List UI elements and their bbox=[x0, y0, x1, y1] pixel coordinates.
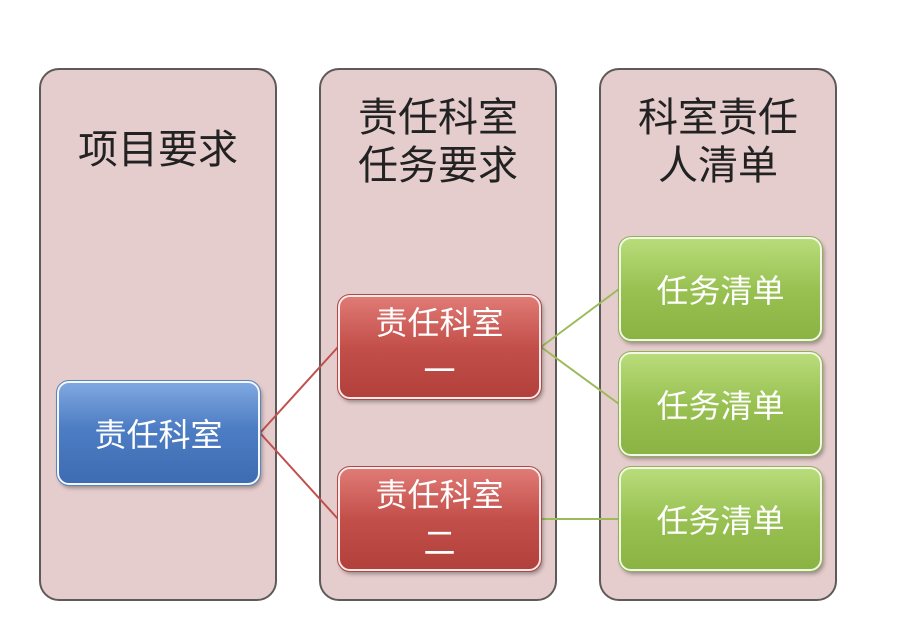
node-task-list-3: 任务清单 bbox=[618, 466, 823, 572]
connector-root-dept2 bbox=[259, 432, 339, 520]
node-department-two: 责任科室 二 bbox=[337, 466, 542, 572]
connector-dept1-task2 bbox=[540, 346, 620, 405]
column-project-requirements: 项目要求 bbox=[39, 68, 277, 601]
connector-root-dept1 bbox=[259, 346, 339, 434]
column-title: 科室责任 人清单 bbox=[638, 95, 798, 189]
node-task-list-2: 任务清单 bbox=[618, 351, 823, 457]
node-department-one: 责任科室 一 bbox=[337, 294, 542, 400]
connector-dept1-task1 bbox=[540, 288, 620, 348]
node-task-list-1: 任务清单 bbox=[618, 236, 823, 342]
column-title: 责任科室 任务要求 bbox=[358, 95, 518, 189]
column-title: 项目要求 bbox=[78, 127, 238, 173]
node-responsible-department: 责任科室 bbox=[56, 380, 261, 486]
